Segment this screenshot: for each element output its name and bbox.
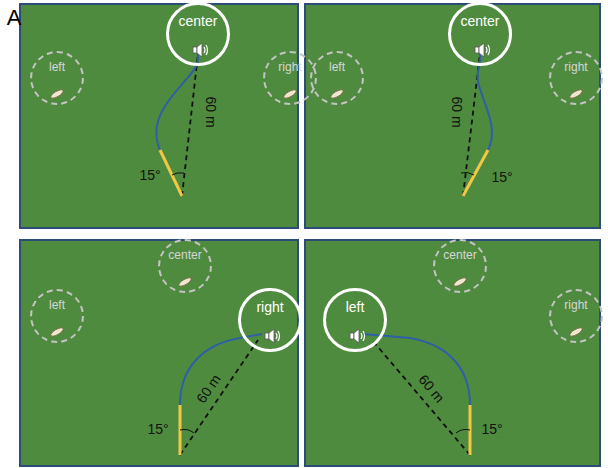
speaker-label: left: [326, 300, 384, 315]
speaker-label: left: [32, 299, 82, 312]
active-speaker-circle: center: [448, 2, 512, 66]
idle-speakers: [50, 88, 584, 338]
angle-arcs: [172, 172, 474, 433]
active-speaker-circle: left: [323, 288, 387, 352]
measure-label: 60 m: [448, 94, 463, 129]
speaker-label: left: [312, 61, 362, 74]
idle-speaker-circle: right: [549, 51, 603, 105]
idle-speaker-circle: left: [30, 289, 84, 343]
active-speaker-circle: center: [166, 2, 230, 66]
active-speaker-circle: right: [238, 288, 302, 352]
measure-label: 15°: [489, 170, 514, 185]
speaker-label: right: [241, 300, 299, 315]
speaker-label: center: [169, 14, 227, 29]
walk-paths: [156, 54, 492, 405]
idle-speaker-circle: right: [549, 289, 603, 343]
distance-lines: [180, 54, 480, 455]
idle-speaker-circle: left: [310, 51, 364, 105]
speaker-label: center: [435, 249, 485, 262]
measure-label: 60 m: [202, 94, 217, 129]
measure-label: 15°: [145, 422, 170, 437]
speaker-label: right: [551, 61, 601, 74]
field-panels: [20, 4, 600, 466]
idle-speaker-circle: center: [158, 239, 212, 293]
measure-label: 15°: [137, 168, 162, 183]
measure-label: 15°: [479, 422, 504, 437]
speaker-icons: [193, 43, 490, 343]
idle-speaker-circle: center: [433, 239, 487, 293]
idle-speaker-circle: left: [30, 51, 84, 105]
panel-letter: A: [7, 6, 22, 30]
speaker-label: right: [551, 299, 601, 312]
speaker-label: center: [451, 14, 509, 29]
speaker-label: right: [265, 61, 315, 74]
idle-speaker-circle: right: [263, 51, 317, 105]
speaker-label: left: [32, 61, 82, 74]
start-headings: [160, 150, 488, 455]
speaker-label: center: [160, 249, 210, 262]
